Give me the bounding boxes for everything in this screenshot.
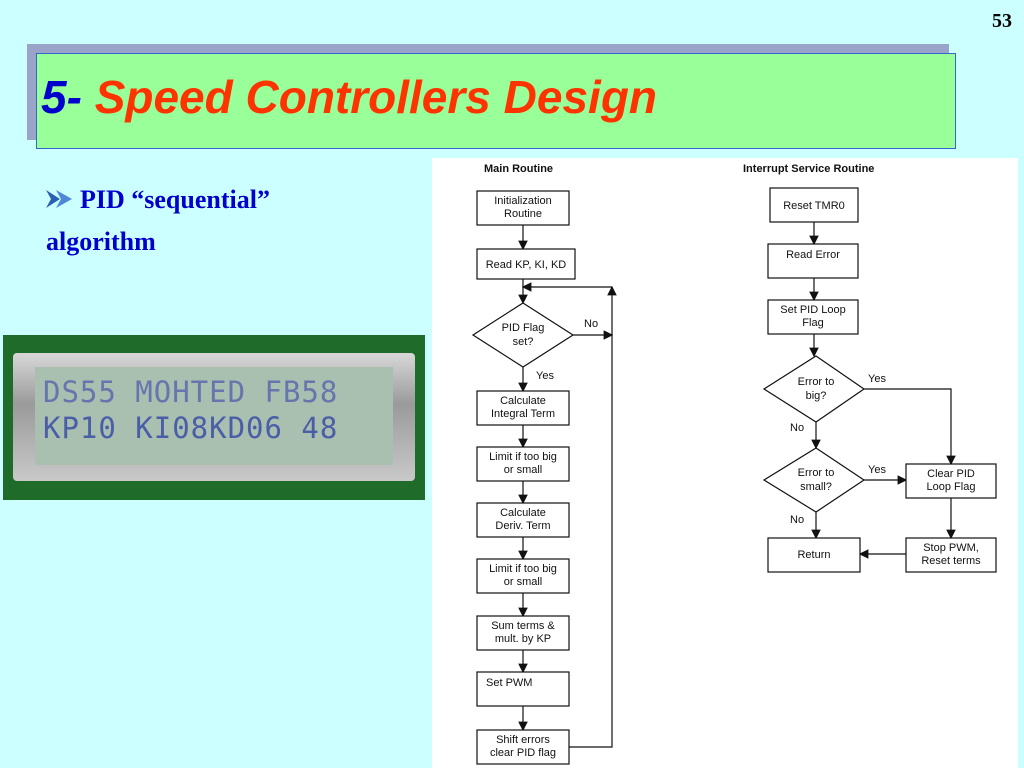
integral-text-2: Integral Term: [491, 408, 555, 420]
read-error-text: Read Error: [786, 249, 840, 261]
error-small-decision: [762, 447, 866, 513]
pid-flowchart: Main Routine Interrupt Service Routine I…: [432, 158, 1018, 768]
page-number: 53: [992, 10, 1012, 32]
lcd-frame: DS55 MOHTED FB58 KP10 KI08KD06 48: [13, 353, 415, 481]
pid-flag-text-2: set?: [513, 336, 534, 348]
deriv-text-2: Deriv. Term: [495, 520, 550, 532]
isr-heading: Interrupt Service Routine: [743, 163, 874, 175]
arrow-bullet-icon: [46, 182, 76, 222]
limit-1-text-1: Limit if too big: [489, 451, 557, 463]
sum-terms-text-1: Sum terms &: [491, 620, 555, 632]
pid-flag-yes-label: Yes: [536, 370, 554, 382]
clear-pid-flag-text-1: Clear PID: [927, 468, 975, 480]
set-pid-flag-box: [767, 299, 859, 335]
lcd-display-photo: DS55 MOHTED FB58 KP10 KI08KD06 48: [3, 335, 425, 500]
pid-flag-no-label: No: [584, 318, 598, 330]
limit-2-text-1: Limit if too big: [489, 563, 557, 575]
limit-1-box: [476, 446, 570, 482]
bullet-point: PID “sequential” algorithm: [46, 180, 386, 262]
flowchart-canvas: Main Routine Interrupt Service Routine I…: [471, 163, 997, 765]
reset-tmr0-text: Reset TMR0: [783, 200, 845, 212]
error-big-decision: [762, 355, 866, 423]
read-error-box: [767, 243, 859, 279]
return-text: Return: [797, 549, 830, 561]
title-text: Speed Controllers Design: [94, 71, 658, 123]
pid-flag-decision: [471, 302, 575, 368]
shift-errors-box: [476, 729, 570, 765]
read-gains-box: [476, 248, 576, 280]
error-small-yes-label: Yes: [868, 464, 886, 476]
lcd-screen: DS55 MOHTED FB58 KP10 KI08KD06 48: [35, 367, 393, 465]
shift-errors-text-1: Shift errors: [496, 734, 550, 746]
integral-text-1: Calculate: [500, 395, 546, 407]
set-pid-flag-text-2: Flag: [802, 317, 823, 329]
error-big-text-2: big?: [806, 390, 827, 402]
error-small-text-1: Error to: [798, 467, 835, 479]
reset-tmr0-box: [769, 187, 859, 223]
deriv-text-1: Calculate: [500, 507, 546, 519]
sum-terms-text-2: mult. by KP: [495, 633, 551, 645]
init-routine-text-1: Initialization: [494, 195, 551, 207]
error-big-yes-label: Yes: [868, 373, 886, 385]
stop-pwm-text-1: Stop PWM,: [923, 542, 979, 554]
sum-terms-box: [476, 615, 570, 651]
stop-pwm-text-2: Reset terms: [921, 555, 981, 567]
limit-1-text-2: or small: [504, 464, 543, 476]
bullet-line-1: PID “sequential”: [80, 185, 270, 214]
main-routine-heading: Main Routine: [484, 163, 553, 175]
set-pwm-text: Set PWM: [486, 677, 532, 689]
init-routine-box: [476, 190, 570, 226]
page-title: 5- Speed Controllers Design: [41, 70, 657, 124]
set-pwm-box: [476, 671, 570, 707]
deriv-box: [476, 502, 570, 538]
title-number: 5-: [41, 71, 82, 123]
limit-2-text-2: or small: [504, 576, 543, 588]
error-big-text-1: Error to: [798, 376, 835, 388]
stop-pwm-box: [905, 537, 997, 573]
error-small-no-label: No: [790, 514, 804, 526]
error-big-no-label: No: [790, 422, 804, 434]
error-small-text-2: small?: [800, 481, 832, 493]
clear-pid-flag-text-2: Loop Flag: [927, 481, 976, 493]
return-box: [767, 537, 861, 573]
shift-errors-text-2: clear PID flag: [490, 747, 556, 759]
init-routine-text-2: Routine: [504, 208, 542, 220]
clear-pid-flag-box: [905, 463, 997, 499]
read-gains-text: Read KP, KI, KD: [486, 259, 567, 271]
lcd-line-1: DS55 MOHTED FB58: [43, 375, 339, 409]
title-box: 5- Speed Controllers Design: [36, 53, 956, 149]
set-pid-flag-text-1: Set PID Loop: [780, 304, 845, 316]
bullet-line-2: algorithm: [46, 227, 156, 257]
lcd-line-2: KP10 KI08KD06 48: [43, 411, 339, 445]
pid-flag-text-1: PID Flag: [502, 322, 545, 334]
